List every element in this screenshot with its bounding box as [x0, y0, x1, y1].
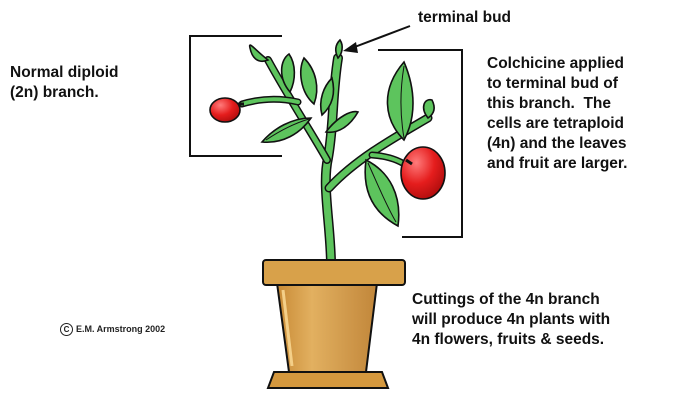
- large-fruit: [401, 147, 445, 199]
- terminal-bud-arrow: [343, 26, 410, 53]
- pot-saucer: [268, 372, 388, 388]
- leaf: [387, 62, 413, 140]
- cuttings-label: Cuttings of the 4n branch will produce 4…: [412, 290, 610, 350]
- colchicine-label: Colchicine applied to terminal bud of th…: [487, 54, 627, 174]
- leaf: [262, 118, 311, 142]
- leaf: [250, 45, 268, 61]
- leaf: [301, 58, 317, 104]
- copyright-icon: C: [60, 323, 73, 336]
- small-fruit: [210, 98, 240, 122]
- flower-pot: [263, 260, 405, 388]
- copyright-text: E.M. Armstrong 2002: [76, 324, 165, 334]
- pot-rim: [263, 260, 405, 285]
- leaf: [424, 100, 434, 118]
- terminal-bud-label: terminal bud: [418, 8, 511, 28]
- diploid-branch-label: Normal diploid (2n) branch.: [10, 63, 119, 103]
